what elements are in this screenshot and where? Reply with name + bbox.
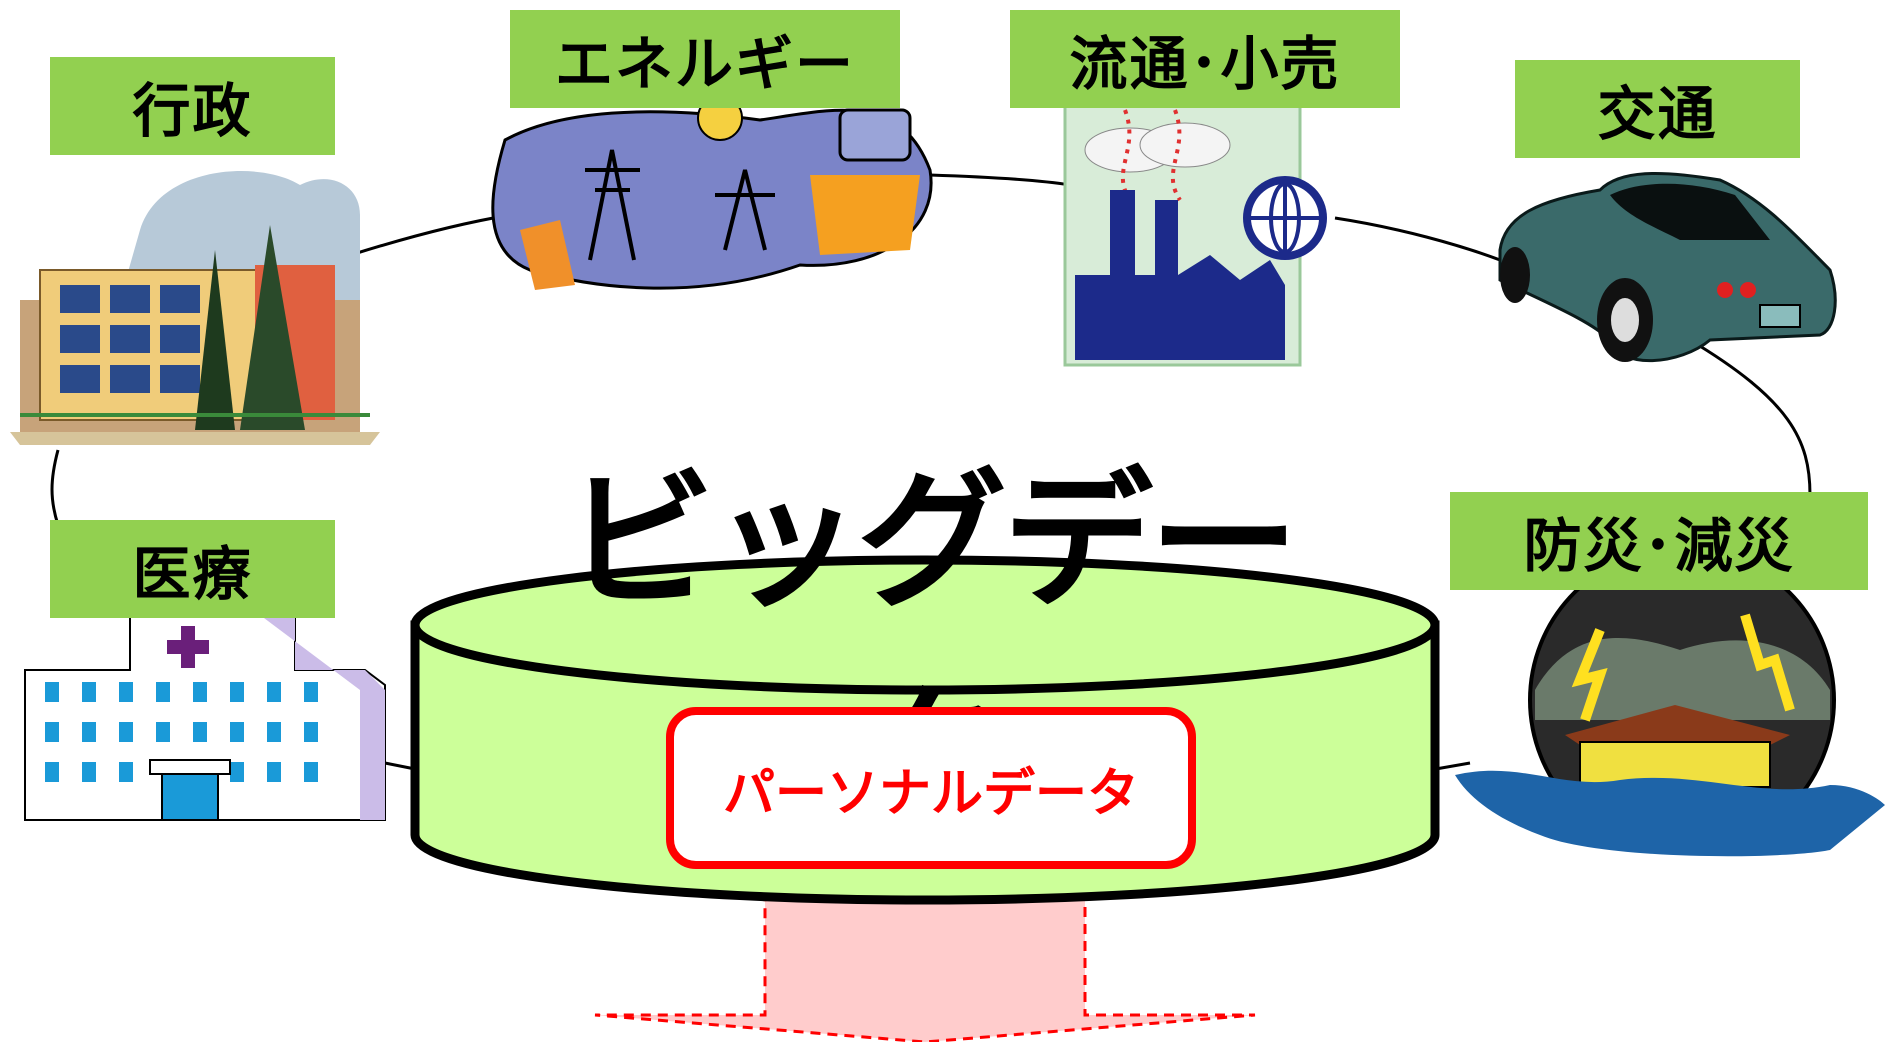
label-gyosei: 行政 <box>50 57 335 155</box>
label-ryutsu: 流通･小売 <box>1010 10 1400 108</box>
label-kotsu: 交通 <box>1515 60 1800 158</box>
power-line-icon <box>491 95 933 290</box>
hospital-icon <box>24 614 386 821</box>
flood-storm-icon <box>1455 546 1885 857</box>
label-iryo: 医療 <box>50 520 335 618</box>
personal-data-box: パーソナルデータ <box>666 707 1196 869</box>
connection-ring <box>50 173 1812 772</box>
factory-globe-icon <box>1063 103 1327 367</box>
label-energy: エネルギー <box>510 10 900 108</box>
sports-car-icon <box>1498 171 1837 363</box>
label-bousai: 防災･減災 <box>1450 492 1868 590</box>
government-building-icon <box>10 171 380 445</box>
